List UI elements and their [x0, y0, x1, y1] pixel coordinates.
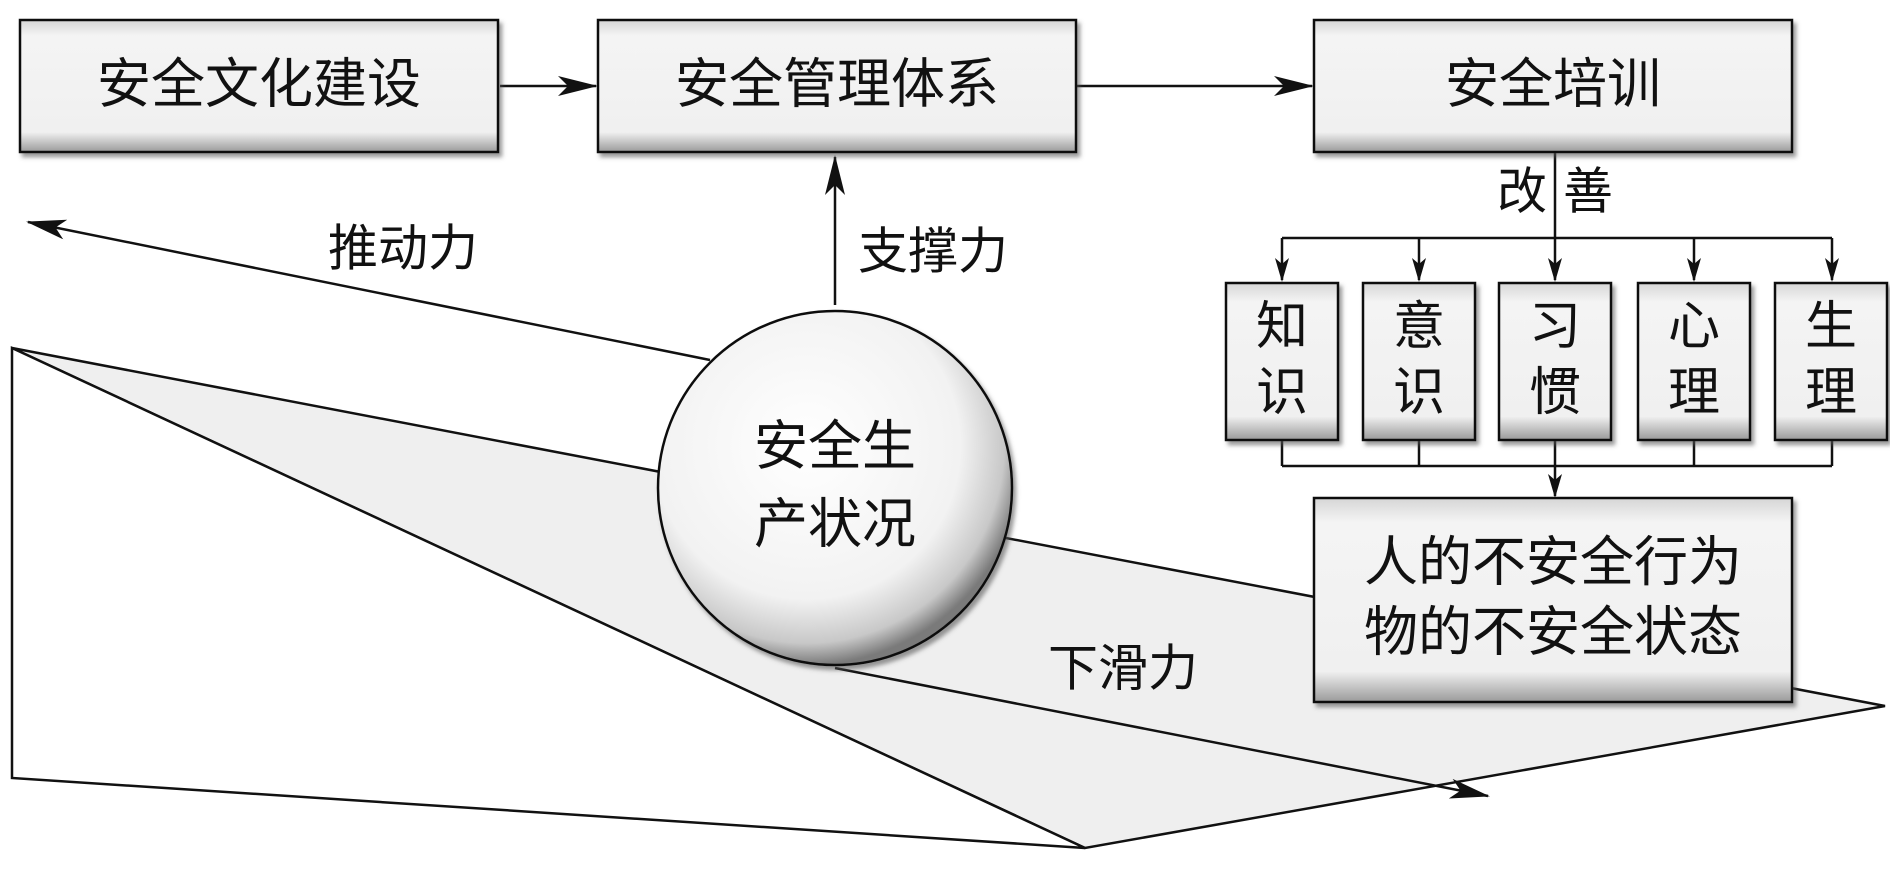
culture-box: [18, 18, 500, 154]
push-force-label: 推动力: [328, 220, 478, 278]
factor-awareness-line2: 识: [1393, 363, 1445, 423]
factor-box-psychology: [1636, 281, 1752, 442]
factor-down-arrows: [1275, 238, 1839, 282]
factor-physiology-line2: 理: [1805, 363, 1857, 423]
factor-awareness-line1: 意: [1393, 297, 1445, 357]
factor-bottom-bus: [1280, 440, 1834, 498]
factor-box-awareness: [1361, 281, 1477, 442]
factor-box-knowledge: [1224, 281, 1340, 442]
slope-front: [10, 346, 1086, 850]
training-box-label: 安全培训: [1445, 53, 1661, 116]
push-force-arrow: [26, 219, 711, 362]
ball-line1: 安全生: [754, 415, 916, 478]
result-box: [1312, 496, 1794, 704]
support-force-label: 支撑力: [858, 223, 1008, 281]
slide-force-label: 下滑力: [1048, 640, 1198, 698]
factor-habit-line1: 习: [1529, 297, 1581, 357]
training-box: [1312, 18, 1794, 154]
factor-psychology-line1: 心: [1668, 297, 1720, 357]
result-line2: 物的不安全状态: [1364, 601, 1742, 664]
factor-box-physiology: [1773, 281, 1889, 442]
management-box-label: 安全管理体系: [675, 53, 999, 116]
factor-knowledge-line2: 识: [1256, 363, 1308, 423]
safety-status-ball: [656, 309, 1014, 667]
improve-label: 改 善: [1497, 163, 1613, 221]
ball-line2: 产状况: [754, 493, 916, 556]
slide-force-arrow: [834, 666, 1490, 799]
culture-box-label: 安全文化建设: [97, 53, 421, 116]
factor-box-habit: [1497, 281, 1613, 442]
factor-physiology-line1: 生: [1805, 297, 1857, 357]
factor-psychology-line2: 理: [1668, 363, 1720, 423]
result-line1: 人的不安全行为: [1364, 531, 1742, 594]
factor-knowledge-line1: 知: [1256, 297, 1308, 357]
management-box: [596, 18, 1078, 154]
factor-habit-line2: 惯: [1529, 363, 1581, 423]
